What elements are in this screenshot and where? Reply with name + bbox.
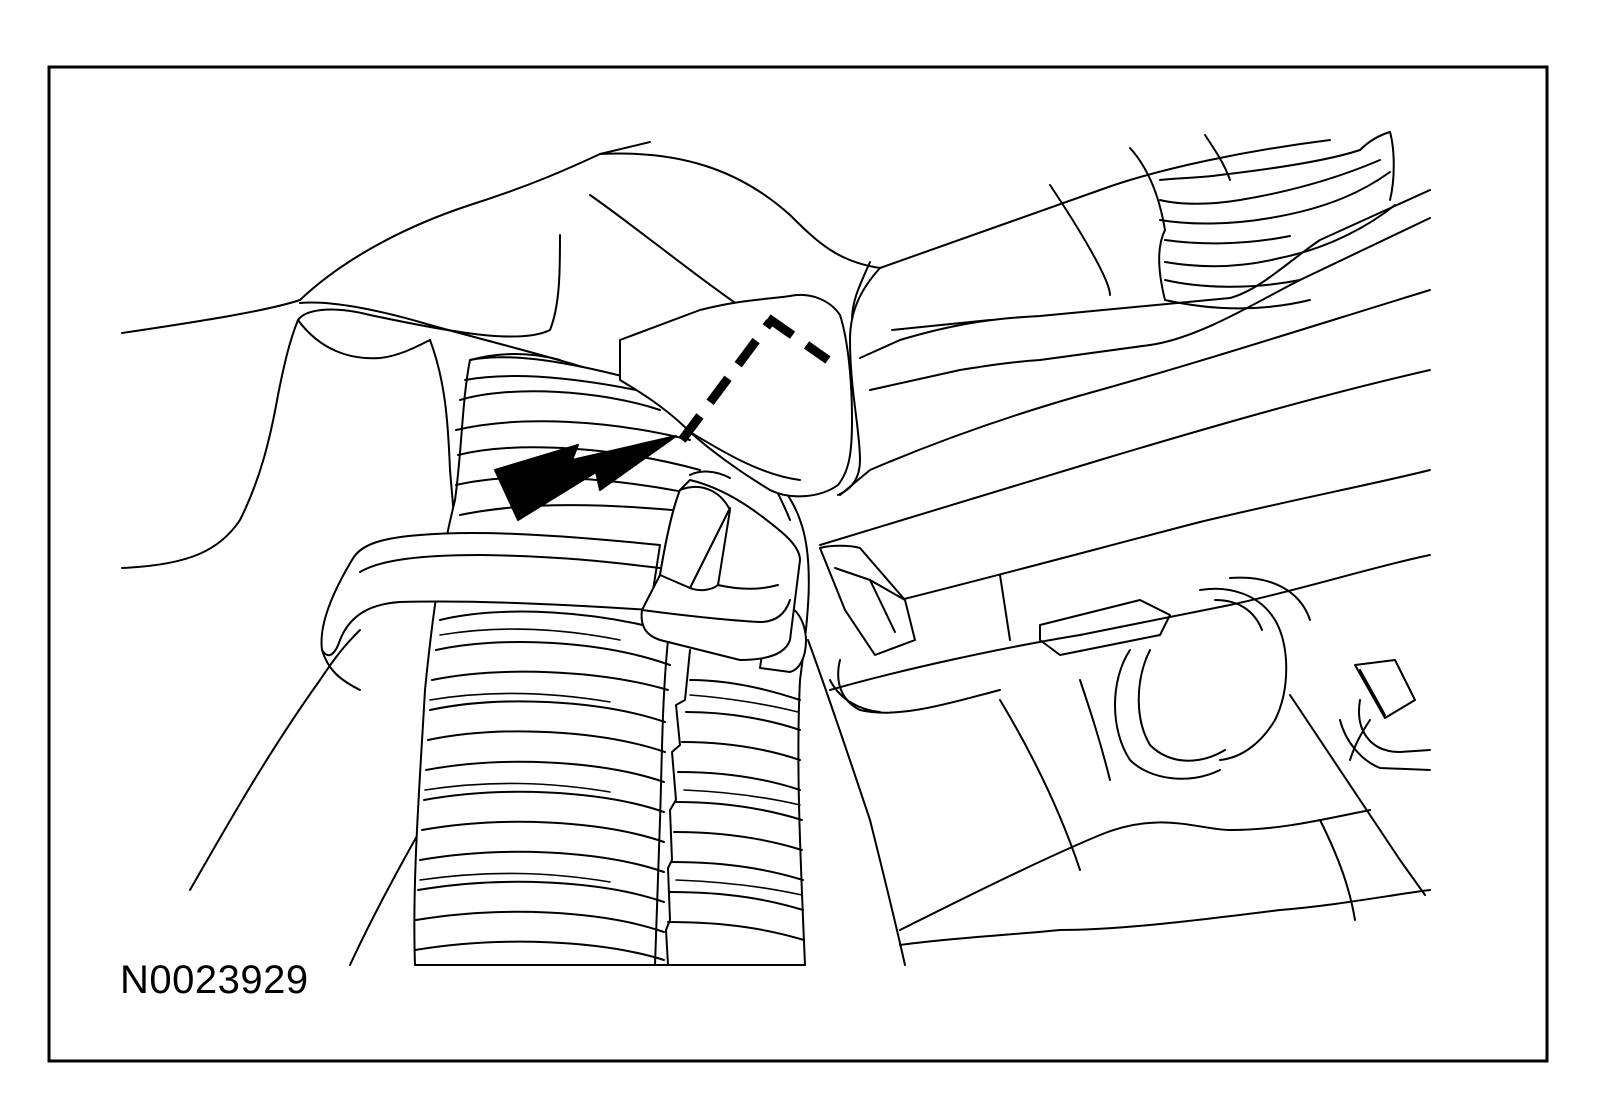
- figure-frame: [47, 65, 1549, 1063]
- upper-right-mount: [1049, 131, 1396, 310]
- cut-direction-arrow: [494, 435, 677, 521]
- cable-tie-locking-head: [640, 470, 801, 661]
- upper-body-outline: [121, 139, 1331, 569]
- figure-id-label: N0023929: [120, 958, 315, 1002]
- bracket-beams: [819, 189, 1431, 691]
- cut-line: [678, 314, 831, 443]
- lower-structure: [189, 629, 1431, 966]
- bracket-clip: [819, 544, 916, 656]
- lower-bolt-bosses: [829, 576, 1431, 781]
